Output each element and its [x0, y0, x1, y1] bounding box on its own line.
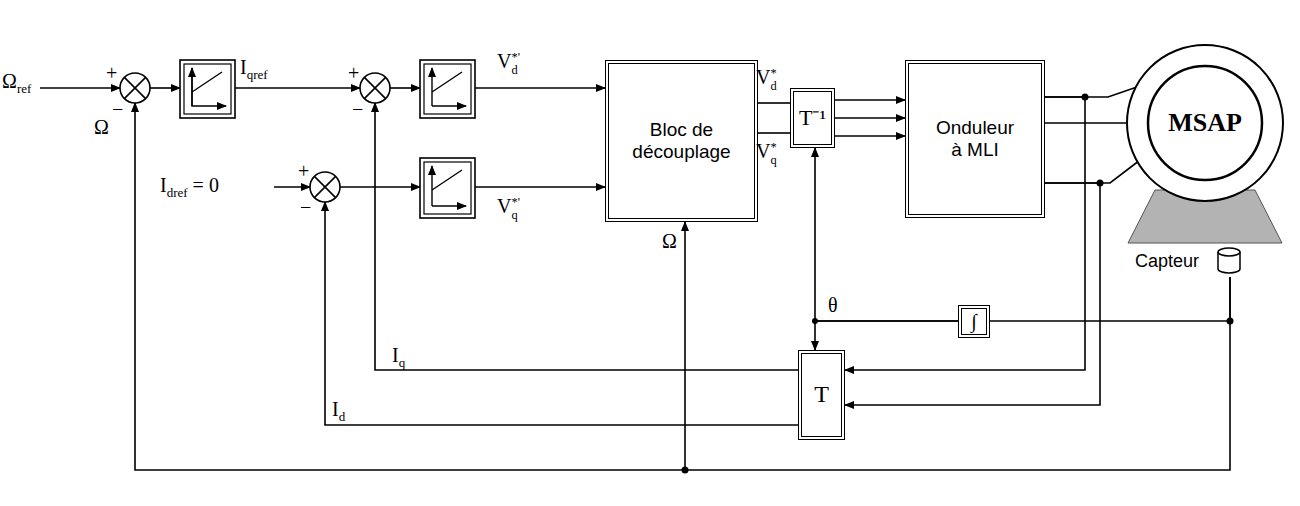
node-text: T⁻¹: [799, 105, 826, 130]
sign-label: +: [106, 62, 117, 84]
sensor: Capteur: [1135, 245, 1245, 277]
signal-label: θ: [828, 294, 838, 316]
connector: [845, 97, 1085, 370]
connector: [758, 132, 790, 134]
connector: [685, 222, 1230, 470]
sign-label: −: [352, 98, 363, 120]
connector: [1045, 88, 1136, 97]
signal-label: Ωref: [2, 70, 31, 96]
integrator-block: ∫: [958, 305, 990, 338]
inverter-block: Onduleur à MLI: [905, 60, 1045, 218]
summing-junction: [120, 73, 390, 202]
sign-label: +: [348, 62, 359, 84]
node-text: Onduleur à MLI: [931, 117, 1019, 161]
connector: [1045, 162, 1137, 183]
motor-circle: MSAP: [1125, 43, 1285, 203]
pi-regulator: [180, 60, 475, 218]
node-text: MSAP: [1168, 108, 1242, 138]
sign-label: +: [298, 160, 309, 182]
sensor-cylinder: [1215, 245, 1245, 277]
node-text: Bloc de découplage: [621, 119, 743, 163]
inverse-park-block: T⁻¹: [790, 88, 835, 148]
signal-label: Idref = 0: [160, 174, 219, 200]
signal-label: Iq: [392, 344, 405, 370]
node-text: ∫: [971, 310, 976, 333]
park-block: T: [798, 350, 845, 440]
signal-label: V*'q: [497, 195, 520, 222]
sign-label: −: [300, 196, 311, 218]
edge-label: V*q: [756, 140, 777, 167]
signal-label: V*'d: [497, 50, 520, 77]
connector: [815, 321, 958, 350]
node-text: T: [814, 381, 829, 409]
connector: [835, 99, 905, 101]
signal-label: Ω: [94, 116, 109, 138]
connector: [835, 117, 905, 119]
edge-label: V*d: [756, 66, 777, 93]
connector: [990, 277, 1230, 321]
decoupling-block: Bloc de découplage: [605, 60, 758, 222]
connector: [1045, 122, 1127, 124]
sign-label: −: [112, 98, 123, 120]
connector: [835, 135, 905, 137]
node-text: Capteur: [1135, 251, 1199, 272]
connector: [758, 102, 790, 104]
signal-label: Id: [332, 398, 345, 424]
signal-label: Iqref: [240, 56, 268, 82]
signal-label: Ω: [662, 230, 677, 252]
